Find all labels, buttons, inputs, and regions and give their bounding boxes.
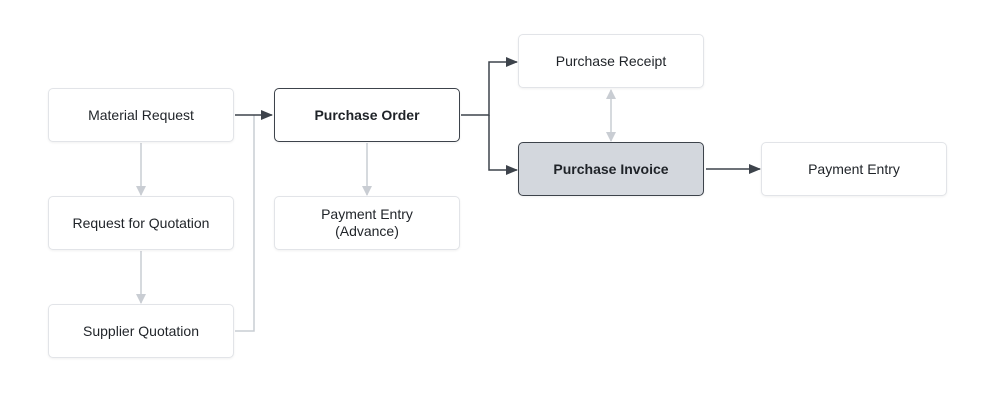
node-request-for-quotation[interactable]: Request for Quotation xyxy=(48,196,234,250)
edge-purchase-order-to-purchase-receipt xyxy=(461,57,518,116)
node-material-request[interactable]: Material Request xyxy=(48,88,234,142)
node-payment-entry[interactable]: Payment Entry xyxy=(761,142,947,196)
node-purchase-invoice[interactable]: Purchase Invoice xyxy=(518,142,704,196)
node-supplier-quotation[interactable]: Supplier Quotation xyxy=(48,304,234,358)
node-payment-entry-advance[interactable]: Payment Entry (Advance) xyxy=(274,196,460,250)
node-purchase-receipt[interactable]: Purchase Receipt xyxy=(518,34,704,88)
edge-purchase-order-to-purchase-invoice xyxy=(488,115,518,175)
node-purchase-order[interactable]: Purchase Order xyxy=(274,88,460,142)
edge-supplier-quotation-to-purchase-order xyxy=(235,115,255,332)
